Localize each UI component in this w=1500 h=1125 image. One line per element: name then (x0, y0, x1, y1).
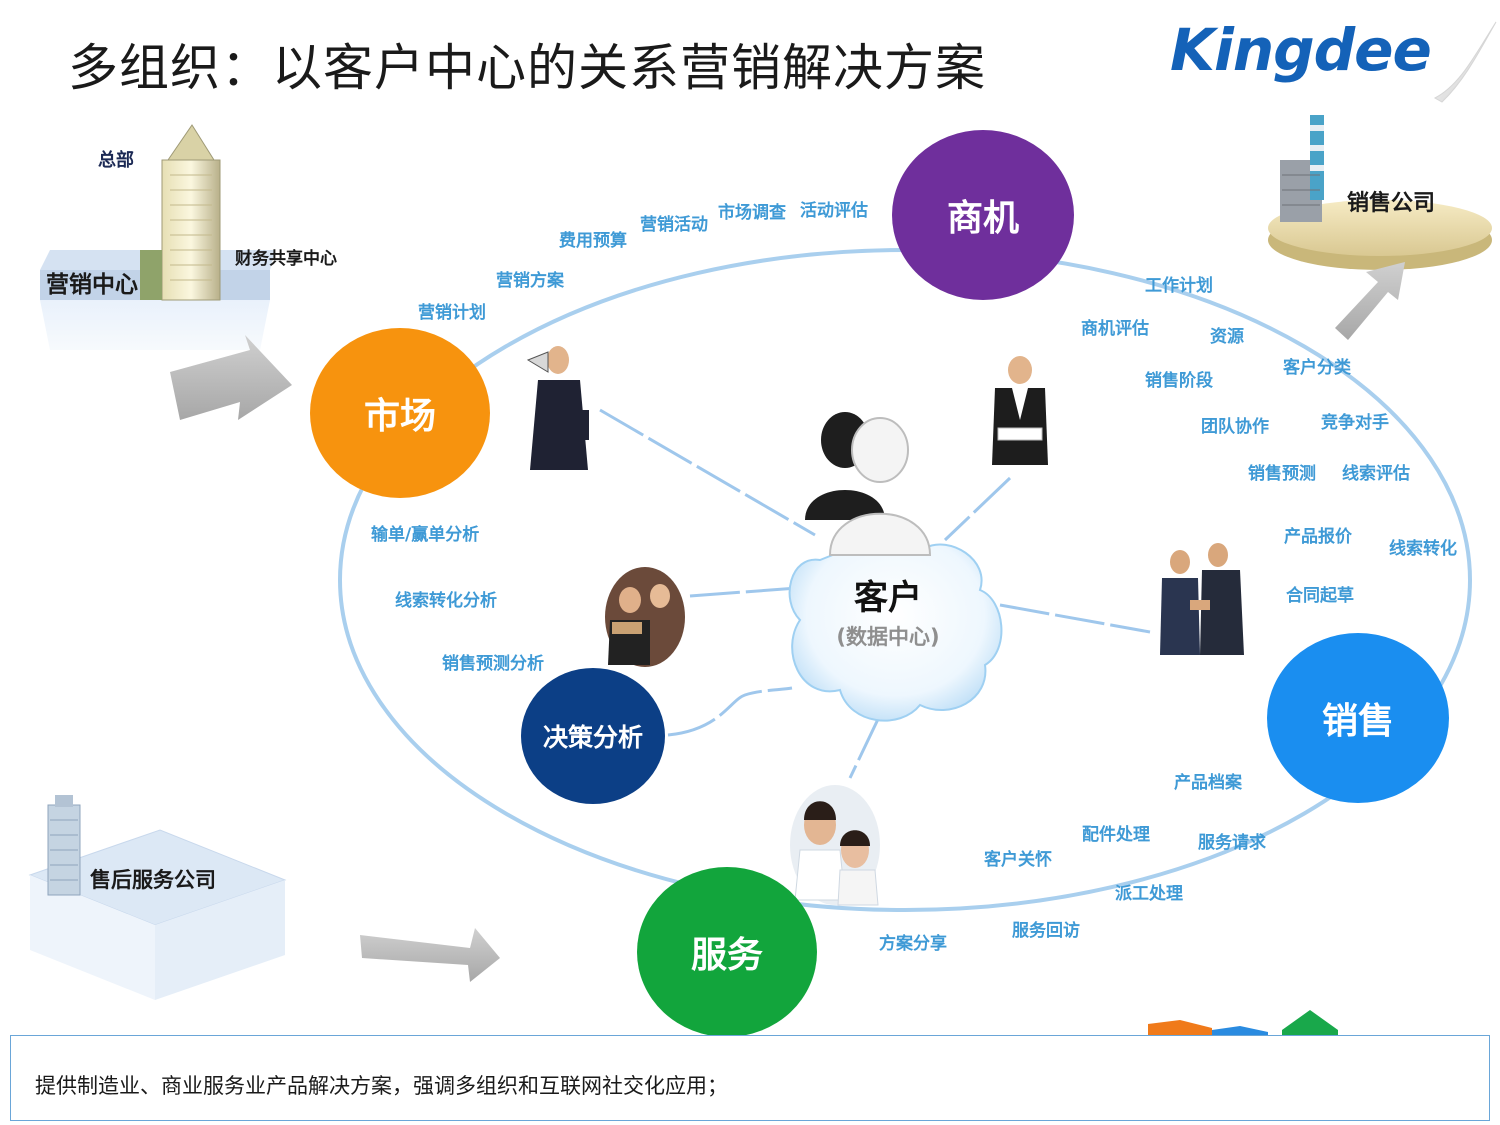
decision-node[interactable]: 决策分析 (521, 668, 665, 804)
arrow-aftersales-to-service (360, 928, 500, 982)
label-quotation: 产品报价 (1284, 527, 1352, 547)
label-activity-eval: 活动评估 (800, 201, 868, 221)
spoke-opportunity (943, 476, 1012, 542)
spoke-decision (667, 686, 793, 737)
spoke-market (599, 408, 816, 537)
note-text: 提供制造业、商业服务业产品解决方案，强调多组织和互联网社交化应用； (35, 1074, 728, 1098)
label-sales-stage: 销售阶段 (1145, 371, 1213, 391)
service-agents-icon (790, 785, 880, 906)
relationship-diagram (28, 115, 1492, 1035)
label-team-collab: 团队协作 (1201, 417, 1269, 437)
label-marketing-plan: 营销计划 (418, 303, 486, 323)
handshake-people-icon (1160, 543, 1244, 655)
spoke-sales (999, 603, 1151, 634)
label-customer-class: 客户分类 (1283, 358, 1351, 378)
meeting-people-icon (605, 567, 685, 667)
org-sales-company: 销售公司 (1347, 191, 1436, 216)
after-sales-building-icon (28, 795, 287, 1000)
label-sales-forecast: 销售预测 (1248, 464, 1316, 484)
label-opportunity-eval: 商机评估 (1081, 319, 1149, 339)
spoke-decision-people (689, 586, 799, 598)
customer-subtitle: (数据中心) (836, 625, 940, 649)
label-lead-analysis: 线索转化分析 (395, 591, 497, 611)
label-marketing-activity: 营销活动 (640, 215, 708, 235)
salesman-person-icon (992, 356, 1048, 465)
decorative-cubes-icon (1148, 1010, 1338, 1035)
opportunity-node[interactable]: 商机 (892, 130, 1074, 300)
label-parts-processing: 配件处理 (1082, 825, 1150, 845)
label-win-loss: 输单/赢单分析 (371, 525, 480, 545)
spoke-service (848, 714, 882, 779)
label-work-plan: 工作计划 (1145, 276, 1213, 296)
label-solution-share: 方案分享 (879, 934, 947, 954)
kingdee-logo: Kingdee (1170, 16, 1432, 84)
org-after-sales: 售后服务公司 (90, 868, 216, 892)
sales-node[interactable]: 销售 (1267, 633, 1449, 803)
org-marketing-center: 营销中心 (46, 272, 138, 298)
label-marketing-scheme: 营销方案 (496, 271, 564, 291)
arrow-sales-to-company (1335, 262, 1405, 340)
label-service-visit: 服务回访 (1012, 921, 1080, 941)
label-market-research: 市场调查 (718, 203, 786, 223)
arrow-hq-to-market (170, 335, 292, 420)
note-box: 提供制造业、商业服务业产品解决方案，强调多组织和互联网社交化应用； (10, 1035, 1490, 1121)
market-node[interactable]: 市场 (310, 328, 490, 498)
service-node[interactable]: 服务 (637, 867, 817, 1037)
hq-building-icon (40, 124, 275, 350)
sales-company-building-icon (1268, 115, 1492, 270)
label-product-archive: 产品档案 (1174, 773, 1242, 793)
customer-center: 客户 (数据中心) (800, 570, 976, 651)
org-hq: 总部 (98, 150, 134, 171)
label-competitors: 竞争对手 (1321, 413, 1389, 433)
label-resources: 资源 (1210, 327, 1244, 347)
label-lead-convert: 线索转化 (1389, 539, 1457, 559)
label-customer-care: 客户关怀 (984, 850, 1052, 870)
label-lead-eval: 线索评估 (1342, 464, 1410, 484)
label-contract-draft: 合同起草 (1286, 586, 1354, 606)
label-forecast-analysis: 销售预测分析 (442, 654, 544, 674)
org-finance: 财务共享中心 (235, 249, 337, 269)
label-dispatch: 派工处理 (1115, 884, 1183, 904)
customer-people-icon (805, 412, 932, 556)
label-service-request: 服务请求 (1198, 833, 1266, 853)
customer-title: 客户 (854, 578, 922, 618)
label-budget: 费用预算 (559, 231, 627, 251)
page-title: 多组织：以客户中心的关系营销解决方案 (68, 39, 986, 97)
page-curl-icon (1433, 20, 1498, 103)
marketer-person-icon (526, 346, 589, 470)
